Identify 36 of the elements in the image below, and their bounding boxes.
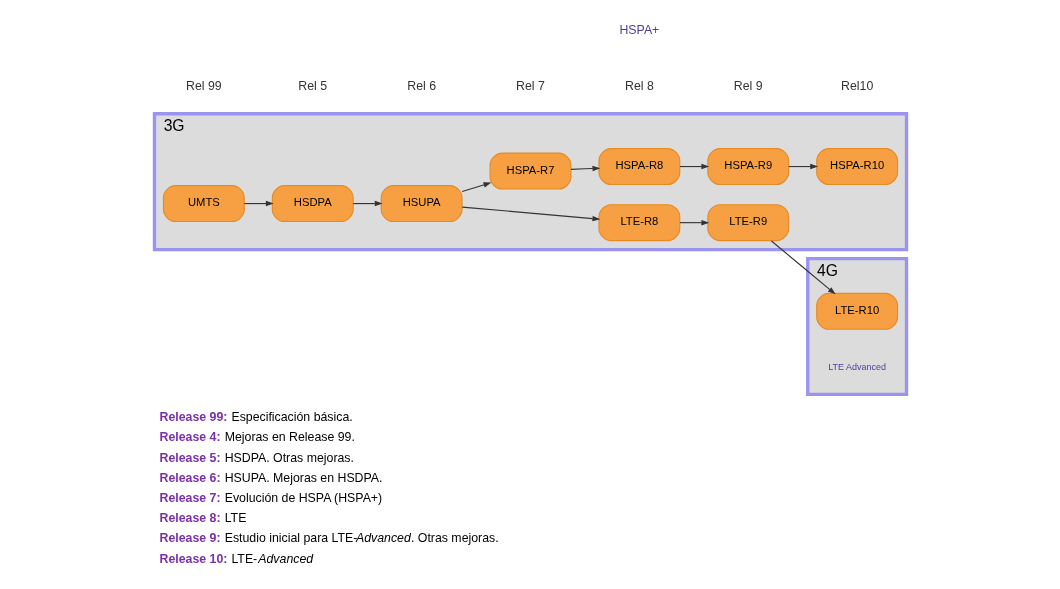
arrow [678, 219, 709, 226]
label: HSPA+ [618, 22, 659, 37]
label: Rel 8 [624, 78, 654, 93]
label: Release 8: LTE [159, 511, 246, 526]
label: Release 10: LTE-Advanced [159, 551, 313, 566]
label: Release 7: Evolución de HSPA (HSPA+) [159, 490, 382, 505]
arrow [678, 163, 709, 170]
label: Rel 6 [406, 78, 436, 93]
arrow [461, 206, 600, 222]
label: Rel 7 [515, 78, 545, 93]
node-box: LTE-R8 [597, 204, 680, 242]
arrow [352, 200, 383, 207]
node-label: LTE Advanced [827, 361, 886, 372]
node-box: LTE-R10 [815, 292, 898, 330]
arrow [569, 165, 600, 172]
label: Release 99: Especificación básica. [159, 410, 353, 425]
arrow [770, 240, 836, 295]
label: Release 9: Estudio inicial para LTE-Advanced. Otras mejoras. [159, 531, 499, 546]
label: Release 5: HSDPA. Otras mejoras. [159, 450, 354, 465]
label: Rel10 [840, 78, 873, 93]
node-box: HSDPA [271, 185, 354, 223]
label: Release 4: Mejoras en Release 99. [159, 430, 355, 445]
node-box: LTE-R9 [706, 204, 789, 242]
label: Rel 99 [185, 78, 222, 93]
node-box: UMTS [162, 185, 245, 223]
node-box: HSPA-R7 [489, 152, 571, 190]
arrow [243, 200, 274, 207]
arrow [461, 182, 491, 193]
node-box: HSPA-R9 [706, 148, 789, 186]
label: Rel 5 [297, 78, 327, 93]
label: Release 6: HSUPA. Mejoras en HSDPA. [159, 470, 382, 485]
node-box: HSUPA [380, 185, 463, 223]
arrow [787, 163, 818, 170]
label: Rel 9 [733, 78, 763, 93]
node-box: HSPA-R8 [597, 148, 680, 186]
node-box: HSPA-R10 [815, 148, 898, 186]
